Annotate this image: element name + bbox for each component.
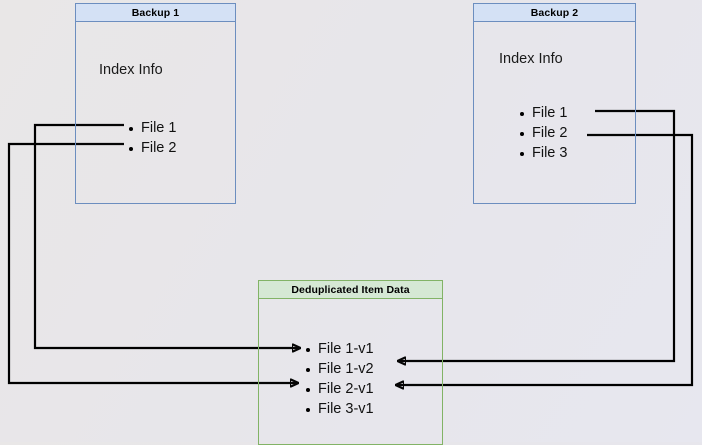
backup2-box[interactable]: Backup 2 Index Info File 1 File 2 File 3: [473, 3, 636, 204]
backup2-file-label: File 1: [532, 105, 568, 121]
backup2-file-list: File 1 File 2 File 3: [520, 103, 567, 163]
dedup-item[interactable]: File 1-v1: [306, 339, 374, 359]
backup1-box[interactable]: Backup 1 Index Info File 1 File 2: [75, 3, 236, 204]
backup2-file-label: File 2: [532, 125, 568, 141]
dedup-item[interactable]: File 2-v1: [306, 379, 374, 399]
backup2-file-item[interactable]: File 2: [520, 123, 567, 143]
backup1-header: Backup 1: [76, 4, 235, 22]
dedup-item-label: File 3-v1: [318, 401, 374, 417]
backup1-file-label: File 2: [141, 140, 177, 156]
backup2-file-label: File 3: [532, 145, 568, 161]
backup2-file-item[interactable]: File 3: [520, 143, 567, 163]
backup1-file-item[interactable]: File 1: [129, 118, 176, 138]
dedup-title: Deduplicated Item Data: [291, 283, 410, 296]
dedup-box[interactable]: Deduplicated Item Data File 1-v1 File 1-…: [258, 280, 443, 445]
backup1-file-list: File 1 File 2: [129, 118, 176, 158]
backup1-file-label: File 1: [141, 120, 177, 136]
dedup-item[interactable]: File 1-v2: [306, 359, 374, 379]
dedup-item-label: File 2-v1: [318, 381, 374, 397]
backup2-file-item[interactable]: File 1: [520, 103, 567, 123]
backup1-title: Backup 1: [131, 6, 180, 19]
backup2-subtitle: Index Info: [499, 51, 563, 67]
backup2-title: Backup 2: [530, 6, 579, 19]
dedup-item-label: File 1-v2: [318, 361, 374, 377]
backup1-file-item[interactable]: File 2: [129, 138, 176, 158]
dedup-item-list: File 1-v1 File 1-v2 File 2-v1 File 3-v1: [306, 339, 374, 419]
dedup-item[interactable]: File 3-v1: [306, 399, 374, 419]
backup2-header: Backup 2: [474, 4, 635, 22]
dedup-header: Deduplicated Item Data: [259, 281, 442, 299]
backup1-subtitle: Index Info: [99, 62, 163, 78]
dedup-item-label: File 1-v1: [318, 341, 374, 357]
